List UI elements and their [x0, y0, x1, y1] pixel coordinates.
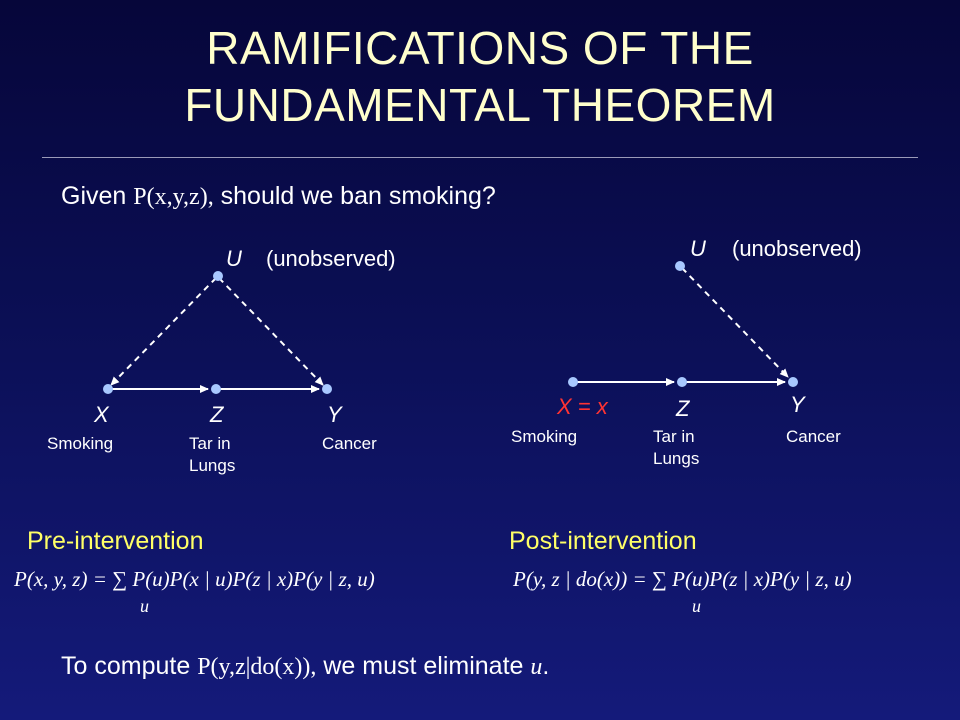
post-sum-subscript: u — [692, 596, 701, 616]
left-x-label: X — [94, 402, 109, 427]
left-z-label: Z — [210, 402, 224, 427]
right-y-desc: Cancer — [786, 427, 841, 446]
post-intervention-formula: P(y, z | do(x)) = ∑ P(u)P(z | x)P(y | z,… — [513, 567, 852, 591]
left-y-desc: Cancer — [322, 434, 377, 453]
right-x-intervention-label: X = x — [557, 394, 608, 419]
left-z-desc-line-2: Lungs — [189, 456, 236, 475]
left-edge-u-y — [218, 277, 324, 386]
question-prefix: Given — [61, 182, 134, 210]
pre-sum-subscript: u — [140, 596, 149, 616]
right-u-note: (unobserved) — [732, 236, 862, 261]
left-u-label: U — [226, 246, 242, 271]
conclusion-math: P(y,z|do(x)), — [197, 654, 317, 680]
pre-intervention-heading: Pre-intervention — [27, 527, 204, 555]
right-node-y — [788, 377, 798, 387]
title-line-1: RAMIFICATIONS OF THE — [206, 22, 754, 74]
left-z-desc-line-1: Tar in — [189, 434, 231, 453]
left-u-note: (unobserved) — [266, 246, 396, 271]
left-node-z — [211, 384, 221, 394]
left-diagram — [103, 271, 332, 394]
left-edge-u-x — [110, 277, 217, 386]
left-node-x — [103, 384, 113, 394]
right-u-label: U — [690, 236, 706, 261]
pre-intervention-formula: P(x, y, z) = ∑ P(u)P(x | u)P(z | x)P(y |… — [14, 567, 375, 591]
right-node-u — [675, 261, 685, 271]
right-y-label: Y — [790, 392, 805, 417]
question-suffix: should we ban smoking? — [213, 182, 496, 210]
right-node-z — [677, 377, 687, 387]
conclusion-end: . — [542, 652, 550, 680]
conclusion-text: To compute P(y,z|do(x)), we must elimina… — [61, 652, 549, 681]
right-node-x — [568, 377, 578, 387]
left-y-label: Y — [327, 402, 342, 427]
left-node-y — [322, 384, 332, 394]
right-z-desc: Tar in Lungs — [653, 426, 699, 470]
question-math: P(x,y,z), — [133, 184, 214, 210]
right-z-label: Z — [676, 396, 690, 421]
slide-title: RAMIFICATIONS OF THE FUNDAMENTAL THEOREM — [0, 20, 960, 134]
left-z-desc: Tar in Lungs — [189, 433, 235, 477]
right-x-desc: Smoking — [511, 427, 578, 446]
left-x-desc: Smoking — [47, 434, 114, 453]
left-node-u — [213, 271, 223, 281]
conclusion-var: u — [530, 654, 543, 680]
title-divider — [42, 157, 918, 158]
post-intervention-heading: Post-intervention — [509, 527, 697, 555]
right-z-desc-line-1: Tar in — [653, 427, 695, 446]
right-z-desc-line-2: Lungs — [653, 449, 700, 468]
title-line-2: FUNDAMENTAL THEOREM — [184, 79, 776, 131]
conclusion-middle: we must eliminate — [316, 652, 531, 680]
conclusion-prefix: To compute — [61, 652, 198, 680]
right-diagram — [568, 261, 798, 387]
right-edge-u-y — [681, 267, 789, 378]
question-text: Given P(x,y,z), should we ban smoking? — [61, 182, 496, 211]
